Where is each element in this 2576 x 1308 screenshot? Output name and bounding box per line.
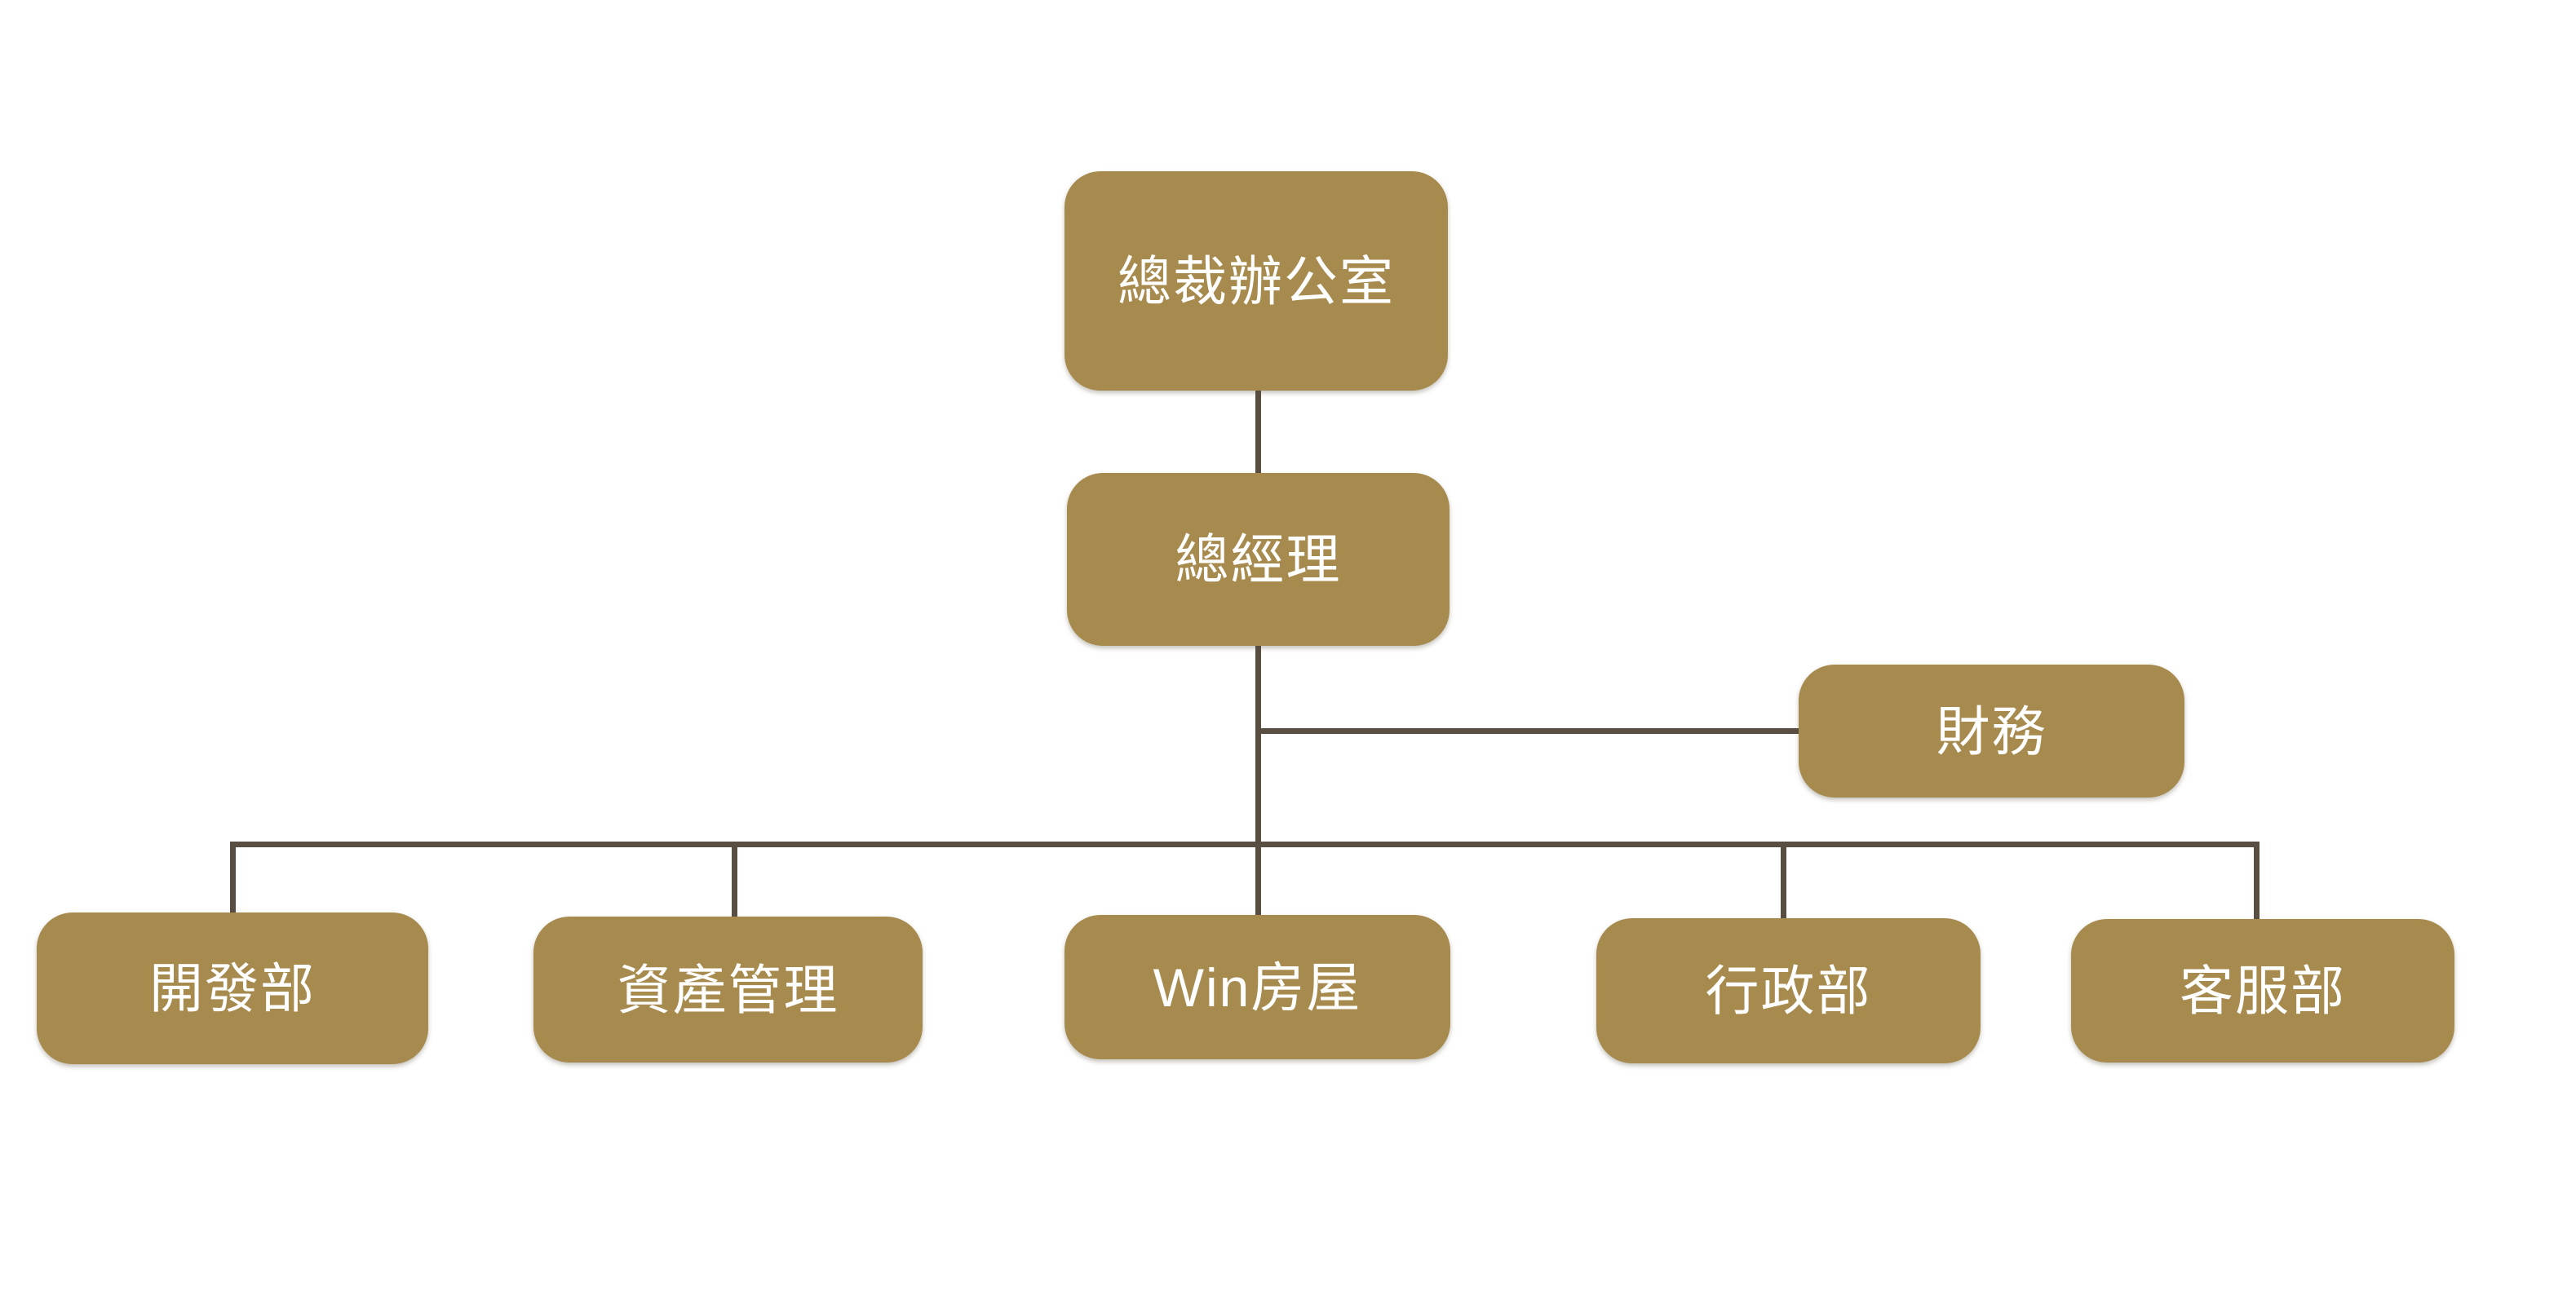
org-node-president-office-label: 總裁辦公室 [1118,250,1395,312]
org-node-administration-label: 行政部 [1705,961,1872,1021]
connector-gm-stem [1255,644,1261,916]
org-node-finance[interactable]: 財務 [1799,665,2184,798]
connector-horizontal-bus [230,842,2260,847]
connector-drop-customer-service [2254,844,2260,921]
org-node-general-manager[interactable]: 總經理 [1067,473,1450,646]
org-node-development[interactable]: 開發部 [37,913,428,1064]
org-node-asset-management[interactable]: 資產管理 [533,917,923,1063]
org-node-customer-service[interactable]: 客服部 [2071,919,2454,1063]
connector-finance-branch [1258,728,1799,734]
org-node-win-house[interactable]: Win房屋 [1064,915,1450,1059]
org-node-president-office[interactable]: 總裁辦公室 [1064,171,1448,391]
org-node-asset-management-label: 資產管理 [617,959,839,1020]
org-node-general-manager-label: 總經理 [1175,529,1342,590]
connector-drop-administration [1781,844,1786,920]
org-node-win-house-label: Win房屋 [1153,957,1362,1018]
org-node-administration[interactable]: 行政部 [1596,918,1981,1063]
org-node-development-label: 開發部 [149,958,316,1019]
org-node-customer-service-label: 客服部 [2180,961,2346,1021]
org-node-finance-label: 財務 [1936,700,2047,762]
connector-drop-asset-management [732,844,737,918]
connector-president-to-gm [1255,390,1261,474]
connector-drop-development [230,844,236,914]
